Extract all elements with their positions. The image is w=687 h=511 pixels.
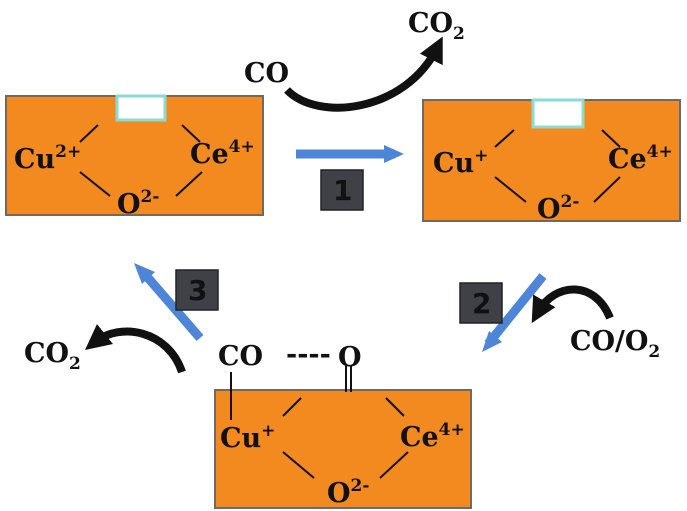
- bond-line: [385, 397, 405, 417]
- cu-ion-label: Cu2+: [14, 142, 81, 175]
- o-ion-label: O2-: [117, 187, 159, 220]
- curved-arrow: [284, 36, 443, 112]
- step-1-box: [320, 169, 364, 211]
- bond-line: [181, 124, 201, 143]
- oxygen-vacancy: [531, 98, 585, 129]
- co2-release-arrow: CO2: [24, 324, 186, 374]
- reduced-state-box: Cu+ Ce4+ O2-: [422, 98, 681, 225]
- step-2-arrowhead: [482, 331, 502, 352]
- catalyst-surface: [214, 389, 472, 509]
- co2-product-label: CO2: [24, 338, 81, 374]
- bond-line: [494, 176, 527, 203]
- step-2-number: 2: [472, 287, 491, 320]
- step-3-box: [175, 269, 219, 311]
- step-2-arrow: [484, 273, 547, 347]
- bond-line: [175, 171, 203, 197]
- bond-line: [282, 397, 302, 417]
- cu-ion-label: Cu+: [220, 421, 275, 454]
- co-oxidation-arrow: CO CO2: [244, 8, 465, 112]
- step-1: 1: [296, 145, 404, 211]
- co-o2-reactant-label: CO/O2: [570, 326, 660, 362]
- step-1-arrowhead: [384, 145, 404, 163]
- o-ion-label: O2-: [327, 476, 369, 509]
- cu-ion-label: Cu+: [433, 146, 488, 179]
- step-1-number: 1: [333, 174, 352, 207]
- bond-line: [79, 171, 111, 197]
- initial-state-box: Cu2+ Ce4+ O2-: [5, 94, 264, 220]
- ce-ion-label: Ce4+: [190, 137, 255, 170]
- step-3-arrow: [139, 269, 204, 341]
- curved-arrow: [84, 324, 186, 374]
- bond-line: [494, 129, 515, 148]
- bond-line: [282, 451, 315, 479]
- bond-line: [593, 176, 621, 203]
- adsorbed-oxygen-label: O: [338, 342, 362, 373]
- step-3: 3: [134, 263, 219, 341]
- co2-product-label: CO2: [408, 8, 465, 44]
- bond-line: [601, 129, 621, 148]
- interaction-dashes: ----: [286, 339, 331, 370]
- co-o2-adsorption-arrow: CO/O2: [531, 285, 660, 362]
- catalyst-surface: [422, 99, 681, 222]
- co-reactant-label: CO: [244, 58, 289, 89]
- step-3-number: 3: [188, 274, 207, 307]
- bond-line: [379, 451, 409, 479]
- ce-ion-label: Ce4+: [608, 142, 673, 175]
- step-2: 2: [459, 273, 547, 352]
- ce-ion-label: Ce4+: [400, 420, 465, 453]
- bond-line: [79, 124, 99, 143]
- adsorbed-state-box: Cu+ Ce4+ O2- CO ---- O: [214, 339, 472, 509]
- adsorbed-co-label: CO: [218, 341, 263, 372]
- curved-arrow: [531, 285, 614, 324]
- step-3-arrowhead: [134, 263, 155, 284]
- o-ion-label: O2-: [537, 192, 579, 225]
- step-2-box: [459, 282, 503, 324]
- oxygen-vacancy: [115, 94, 167, 122]
